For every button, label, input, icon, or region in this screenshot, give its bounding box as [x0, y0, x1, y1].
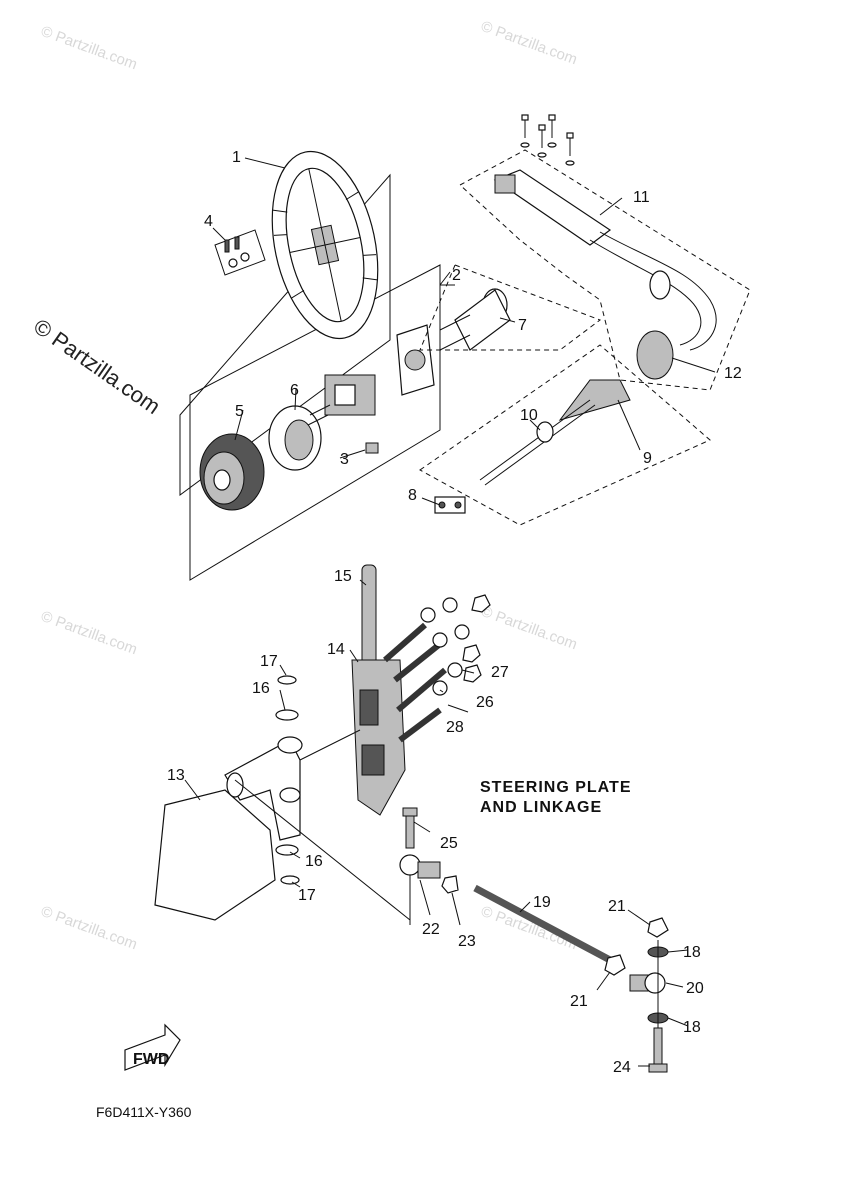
callout-27: 27	[491, 664, 509, 681]
ball-joint	[399, 854, 441, 879]
callout-11: 11	[633, 189, 650, 206]
fwd-label: FWD	[133, 1051, 169, 1068]
steering-bracket	[351, 659, 406, 816]
figure-code: F6D411X-Y360	[96, 1104, 192, 1120]
cable-assembly	[419, 114, 751, 391]
callout-22: 22	[422, 921, 440, 938]
callout-18a: 18	[683, 944, 701, 961]
callout-9: 9	[643, 450, 652, 467]
callout-19: 19	[533, 894, 551, 911]
callout-17b: 17	[298, 887, 316, 904]
circlip-lower	[280, 875, 300, 885]
callout-4: 4	[204, 213, 213, 230]
callout-6: 6	[290, 382, 299, 399]
nut-23	[441, 875, 459, 894]
fwd-arrow: FWD	[124, 1023, 181, 1071]
hardware-kit	[214, 229, 266, 276]
callout-20: 20	[686, 980, 704, 997]
circlip-upper	[277, 675, 297, 685]
bolt-25	[402, 807, 418, 849]
helm-assembly	[179, 150, 511, 581]
svg-text:© Partzilla.com: © Partzilla.com	[39, 608, 140, 659]
cable-housing	[493, 169, 612, 246]
svg-text:STEERING PLATE: STEERING PLATE	[480, 779, 632, 796]
helm-pump	[307, 374, 376, 426]
screws	[520, 114, 575, 166]
callout-7: 7	[518, 317, 527, 334]
callout-28: 28	[446, 719, 464, 736]
callout-2: 2	[452, 267, 461, 284]
callout-21b: 21	[570, 993, 588, 1010]
callout-15: 15	[334, 568, 352, 585]
diagram-title: STEERING PLATE AND LINKAGE	[480, 779, 632, 816]
mount-bracket	[396, 324, 435, 396]
large-watermark: © Partzilla.com	[29, 314, 165, 420]
callout-1: 1	[232, 149, 241, 166]
bolt-24	[648, 1027, 668, 1073]
callout-16a: 16	[252, 680, 270, 697]
washer-upper	[275, 709, 299, 721]
o-ring	[536, 421, 554, 443]
callout-18b: 18	[683, 1019, 701, 1036]
grommet	[636, 330, 674, 380]
callout-12: 12	[724, 365, 742, 382]
callout-5: 5	[235, 403, 244, 420]
svg-text:© Partzilla.com: © Partzilla.com	[29, 314, 165, 420]
washer-lower	[275, 844, 299, 856]
pivot-shaft	[361, 564, 377, 666]
steering-plate	[154, 736, 303, 921]
tie-rod	[473, 884, 612, 964]
callout-24: 24	[613, 1059, 631, 1076]
callout-10: 10	[520, 407, 538, 424]
linkage-assembly	[154, 564, 669, 1073]
callout-17a: 17	[260, 653, 278, 670]
callouts: 1 2 3 4 5 6 7 8 9 10 11 12 13 14 15 16 1…	[167, 149, 742, 1076]
callout-23: 23	[458, 933, 476, 950]
callout-8: 8	[408, 487, 417, 504]
callout-21a: 21	[608, 898, 626, 915]
svg-text:© Partzilla.com: © Partzilla.com	[39, 23, 140, 74]
callout-13: 13	[167, 767, 185, 784]
nut-21-lower	[604, 954, 626, 976]
callout-3: 3	[340, 451, 349, 468]
svg-text:AND LINKAGE: AND LINKAGE	[480, 799, 602, 816]
steering-wheel	[271, 150, 379, 340]
svg-text:© Partzilla.com: © Partzilla.com	[479, 603, 580, 654]
callout-14: 14	[327, 641, 345, 658]
steering-cable	[419, 344, 711, 526]
svg-text:© Partzilla.com: © Partzilla.com	[479, 903, 580, 954]
shaft-tube	[439, 288, 511, 351]
ring	[268, 405, 322, 471]
callout-16b: 16	[305, 853, 323, 870]
hub	[199, 433, 265, 511]
leader-lines	[184, 157, 716, 1067]
svg-text:© Partzilla.com: © Partzilla.com	[39, 903, 140, 954]
rod-end	[629, 972, 666, 994]
clip	[365, 442, 379, 454]
svg-text:© Partzilla.com: © Partzilla.com	[479, 18, 580, 69]
callout-25: 25	[440, 835, 458, 852]
nut-21-upper	[647, 917, 669, 938]
callout-26: 26	[476, 694, 494, 711]
washers-nuts	[420, 594, 491, 696]
